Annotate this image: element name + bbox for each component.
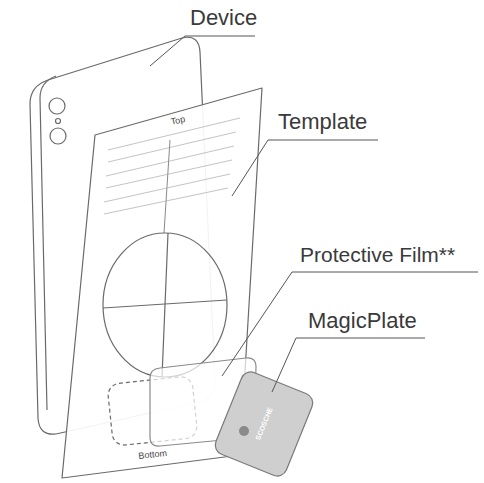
template-print-line (104, 188, 228, 214)
leader-line (272, 338, 425, 392)
logo-mark (239, 426, 249, 436)
template-print-line (104, 174, 230, 202)
camera-lens (49, 98, 65, 114)
part-name: MagicPlate (308, 309, 417, 333)
template-guide (164, 140, 170, 233)
leader-line (222, 272, 478, 376)
leader-line (150, 36, 255, 66)
leader-line (232, 140, 378, 196)
template-circle (103, 233, 227, 377)
part-name: Device (190, 6, 257, 30)
part-name: Template (278, 110, 367, 134)
camera-lens (50, 128, 66, 144)
camera-flash (56, 119, 61, 124)
part-name: Protective Film** (300, 243, 455, 266)
template-crosshair (162, 233, 168, 377)
template-print-line (108, 132, 236, 162)
device-edge (40, 76, 56, 410)
template-print-line (106, 146, 234, 176)
magic-plate (212, 369, 315, 479)
template-crosshair (103, 300, 227, 308)
template-print-line (106, 160, 232, 188)
